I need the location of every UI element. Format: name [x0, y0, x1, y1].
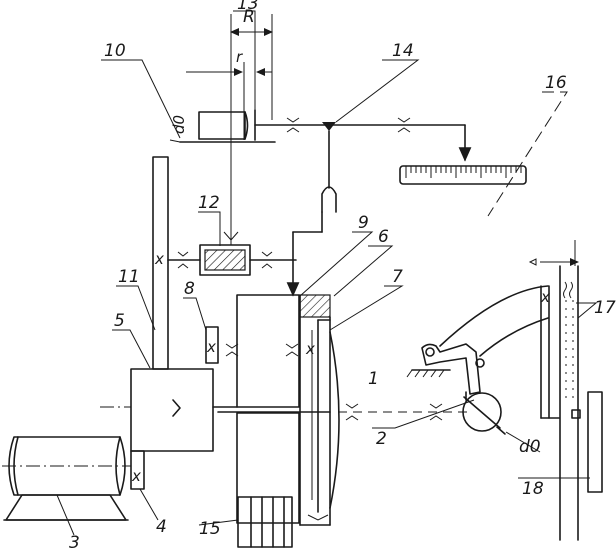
- disc-unit-10: d0: [169, 109, 276, 143]
- label-4: 4: [156, 517, 167, 537]
- number-labels: 10 13 14 16 12 9 6 7 11 8 5 1 2 17 18 3 …: [69, 0, 616, 550]
- svg-text:x: x: [540, 288, 550, 306]
- scale-ticks: [405, 166, 522, 178]
- shaft-14: [254, 117, 472, 162]
- label-5: 5: [114, 311, 125, 331]
- label-15: 15: [199, 519, 221, 539]
- label-d0-top: d0: [170, 115, 188, 134]
- svg-text:x: x: [154, 250, 164, 268]
- label-18: 18: [522, 479, 544, 499]
- svg-text:x: x: [131, 467, 141, 485]
- shaft-1: [338, 403, 470, 421]
- motor-3: [2, 436, 131, 521]
- svg-text:x: x: [305, 340, 315, 358]
- label-6: 6: [378, 227, 389, 247]
- svg-text:x: x: [206, 338, 216, 356]
- disc-2: [462, 392, 506, 435]
- recorder-17: x: [528, 240, 581, 541]
- label-11: 11: [118, 267, 140, 287]
- part-4: x: [130, 450, 145, 490]
- column-11: x: [152, 156, 169, 370]
- label-2: 2: [376, 429, 387, 449]
- lever-arm: [406, 285, 549, 401]
- label-d0-bottom: d0: [519, 437, 541, 457]
- label-14: 14: [392, 41, 414, 61]
- bar-18: [587, 391, 603, 493]
- label-17: 17: [594, 298, 616, 318]
- block-12: [167, 170, 297, 276]
- main-frame: x: [217, 294, 340, 526]
- spool-15: [237, 496, 293, 548]
- leader-lines: [56, 10, 598, 536]
- scale-16: [399, 165, 527, 185]
- label-9: 9: [358, 213, 369, 233]
- label-16: 16: [545, 73, 567, 93]
- label-1: 1: [368, 369, 379, 389]
- label-r: r: [236, 48, 243, 66]
- label-R: R: [243, 7, 255, 27]
- link-wire: [286, 130, 337, 297]
- label-7: 7: [392, 267, 403, 287]
- label-12: 12: [198, 193, 220, 213]
- part-8: x: [205, 326, 219, 364]
- label-3: 3: [69, 533, 80, 550]
- label-8: 8: [184, 279, 195, 299]
- dimension-R: R: [230, 7, 273, 170]
- label-13: 13: [237, 0, 259, 14]
- label-10: 10: [104, 41, 126, 61]
- gearbox-5: [100, 368, 238, 452]
